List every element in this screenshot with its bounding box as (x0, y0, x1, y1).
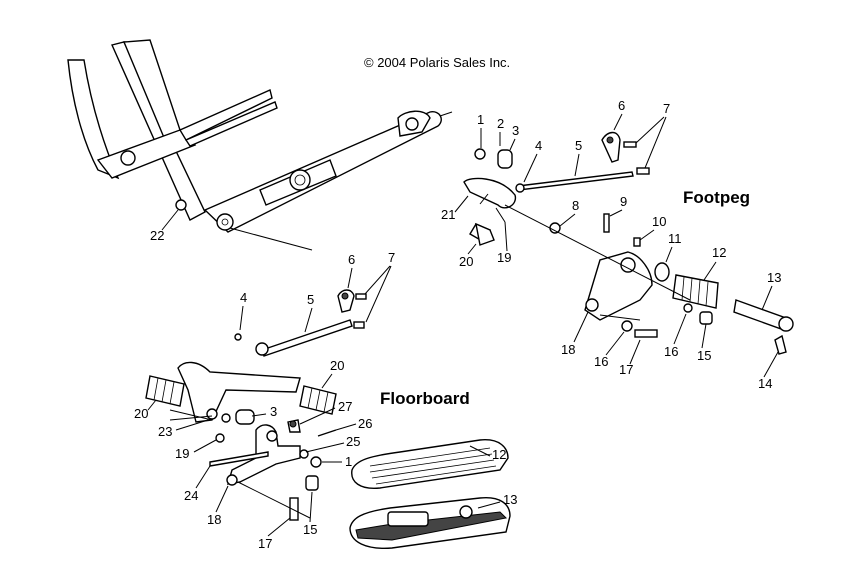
callout-fb-18: 18 (207, 512, 221, 527)
callout-fp-6: 6 (618, 98, 625, 113)
callout-fp-11: 11 (668, 231, 682, 246)
callout-fp-3: 3 (512, 123, 519, 138)
callout-fb-23: 23 (158, 424, 172, 439)
callout-fp-21: 21 (441, 207, 455, 222)
callout-fb-5: 5 (307, 292, 314, 307)
callout-fb-24: 24 (184, 488, 198, 503)
callout-fb-26: 26 (358, 416, 372, 431)
callout-fp-18: 18 (561, 342, 575, 357)
frame-assembly (67, 39, 453, 251)
callout-fp-5: 5 (575, 138, 582, 153)
callout-fb-25: 25 (346, 434, 360, 449)
footpeg-callouts: 1 2 3 4 5 6 7 8 9 10 11 12 13 14 15 16 1… (441, 98, 781, 391)
callout-fp-9: 9 (620, 194, 627, 209)
callout-fp-17: 17 (619, 362, 633, 377)
callout-fb-13: 13 (503, 492, 517, 507)
callout-fp-8: 8 (572, 198, 579, 213)
callout-fp-2: 2 (497, 116, 504, 131)
callout-fb-19: 19 (175, 446, 189, 461)
footpeg-assembly (463, 131, 794, 355)
callout-fp-16a: 16 (594, 354, 608, 369)
callout-fb-27: 27 (338, 399, 352, 414)
callout-fp-7: 7 (663, 101, 670, 116)
callout-fb-4: 4 (240, 290, 247, 305)
floorboard-assembly (145, 289, 511, 549)
callout-fp-10: 10 (652, 214, 666, 229)
heading-footpeg: Footpeg (683, 188, 750, 207)
callout-fp-4: 4 (535, 138, 542, 153)
callout-fp-1: 1 (477, 112, 484, 127)
callout-fp-19: 19 (497, 250, 511, 265)
callout-fb-7: 7 (388, 250, 395, 265)
callout-fb-12: 12 (492, 447, 506, 462)
callout-fb-15: 15 (303, 522, 317, 537)
callout-fb-20a: 20 (134, 406, 148, 421)
copyright-text: © 2004 Polaris Sales Inc. (364, 55, 510, 70)
callout-fb-3: 3 (270, 404, 277, 419)
callout-fb-1: 1 (345, 454, 352, 469)
callout-fp-16b: 16 (664, 344, 678, 359)
callout-22: 22 (150, 228, 164, 243)
floorboard-callouts: 4 5 6 7 20 20 3 27 26 25 1 23 19 24 18 1… (134, 250, 517, 551)
callout-fp-14: 14 (758, 376, 772, 391)
callout-fb-20b: 20 (330, 358, 344, 373)
callout-fp-13: 13 (767, 270, 781, 285)
callout-fp-15: 15 (697, 348, 711, 363)
callout-fb-17: 17 (258, 536, 272, 551)
callout-fp-12: 12 (712, 245, 726, 260)
callout-fp-20: 20 (459, 254, 473, 269)
heading-floorboard: Floorboard (380, 389, 470, 408)
callout-fb-6: 6 (348, 252, 355, 267)
